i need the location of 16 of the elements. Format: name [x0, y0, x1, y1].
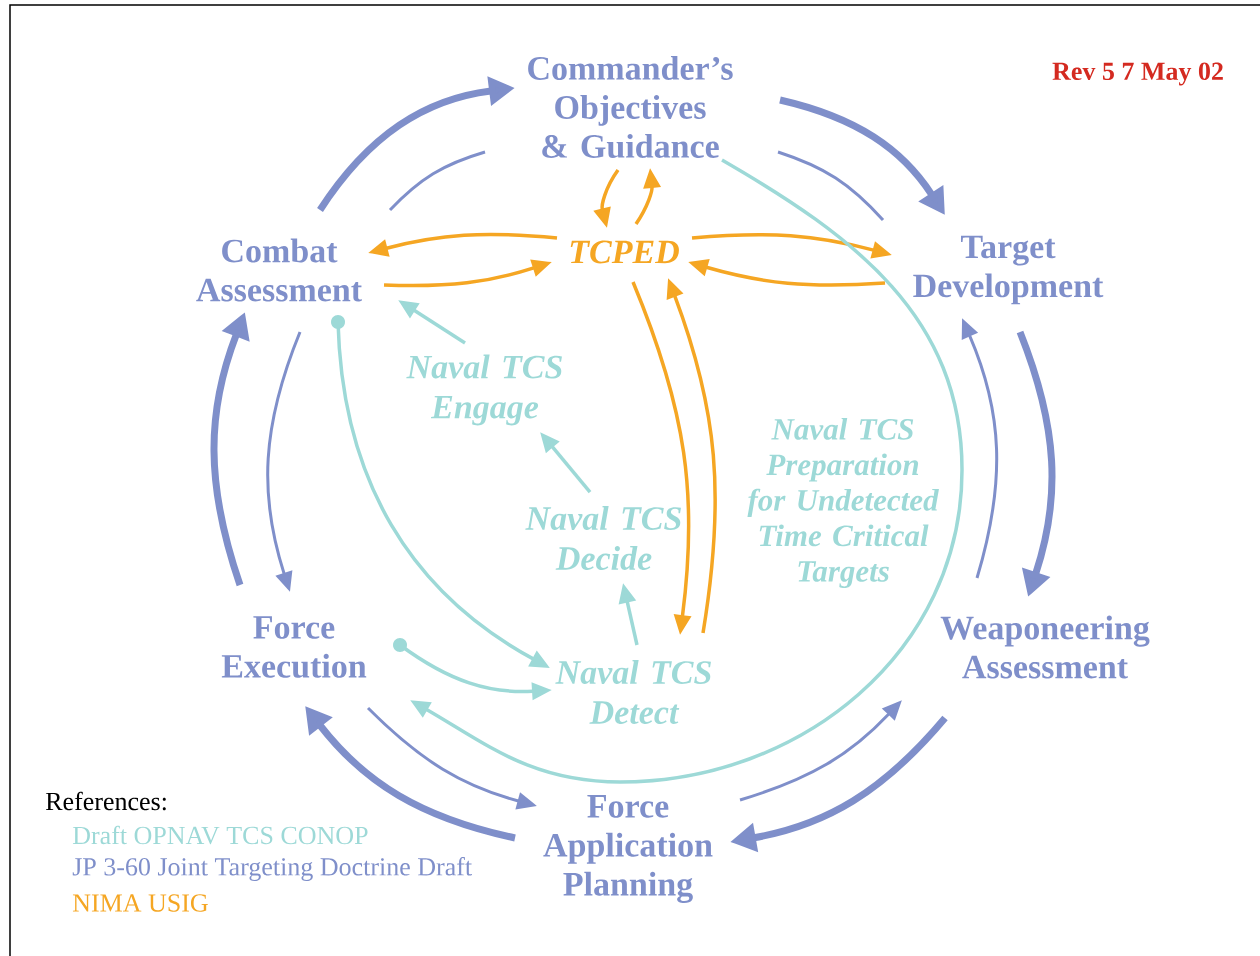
- process-label: Force Execution: [221, 616, 367, 678]
- reference-text: JP 3-60 Joint Targeting Doctrine Draft: [72, 857, 472, 881]
- hub-label: TCPED: [570, 240, 679, 264]
- reference-text: Draft OPNAV TCS CONOP: [72, 825, 368, 845]
- reference-text: NIMA USIG: [72, 894, 208, 912]
- process-label: Naval TCS Preparation for Undetected Time Critical Targets: [747, 417, 939, 589]
- process-label: Weaponeering Assessment: [940, 615, 1150, 679]
- process-label: Naval TCS Decide: [525, 506, 681, 570]
- process-label: Naval TCS Detect: [555, 660, 711, 724]
- revision-note: Rev 5 7 May 02: [1052, 62, 1223, 86]
- process-label: Force Application Planning: [543, 795, 713, 903]
- process-label: Commander’s Objectives & Guidance: [528, 56, 733, 158]
- process-label: Naval TCS Engage: [406, 354, 562, 426]
- process-label: Target Development: [913, 235, 1104, 305]
- process-label: Combat Assessment: [196, 238, 362, 302]
- references-heading: References:: [45, 791, 166, 811]
